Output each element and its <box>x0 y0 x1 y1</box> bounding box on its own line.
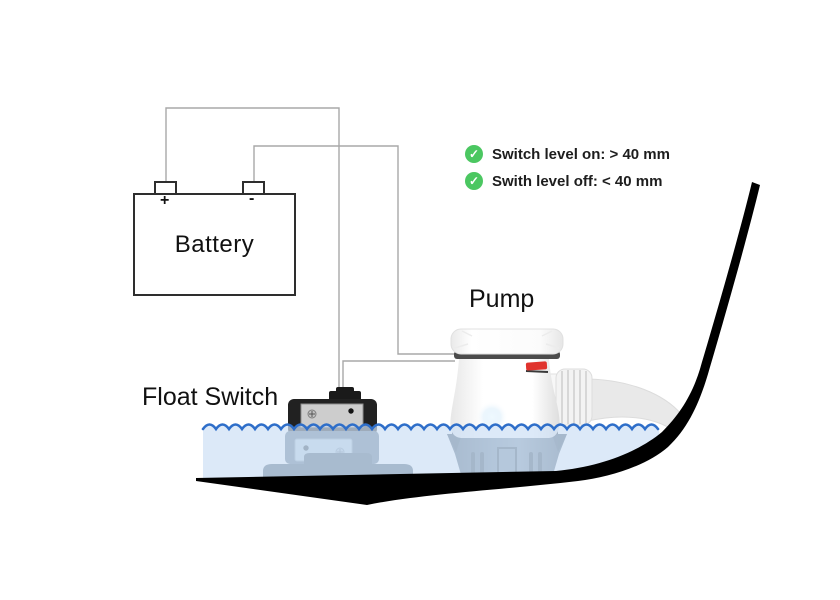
battery-negative-sign: - <box>249 190 255 207</box>
checklist-item-label: Switch level on: > 40 mm <box>492 145 670 163</box>
wire-battery-negative-to-pump <box>253 145 455 355</box>
check-circle-icon: ✓ <box>465 172 483 190</box>
pump-label: Pump <box>469 285 535 313</box>
checklist-item: ✓ Switch level on: > 40 mm <box>465 145 670 163</box>
coupler-ribs <box>561 370 587 424</box>
water-fill <box>203 424 660 479</box>
switch-level-checklist: ✓ Switch level on: > 40 mm ✓ Swith level… <box>465 145 670 199</box>
screw-cross <box>309 411 315 417</box>
pump-red-switch <box>525 361 548 371</box>
check-circle-icon: ✓ <box>465 145 483 163</box>
checklist-item-label: Swith level off: < 40 mm <box>492 172 663 190</box>
pump-cap-facets <box>454 330 560 349</box>
checklist-item: ✓ Swith level off: < 40 mm <box>465 172 670 190</box>
red-switch-shadow <box>525 370 549 373</box>
battery-label: Battery <box>174 231 255 258</box>
float-switch-label: Float Switch <box>142 383 279 411</box>
wire-battery-positive-to-float-switch <box>165 107 340 394</box>
pump-cap <box>450 328 564 355</box>
wire-float-switch-to-pump <box>342 360 455 393</box>
battery-positive-sign: + <box>160 192 170 209</box>
float-switch-pivot-dot <box>348 408 354 414</box>
water-line <box>201 423 660 432</box>
battery-box <box>133 193 296 296</box>
wiring <box>165 107 455 394</box>
